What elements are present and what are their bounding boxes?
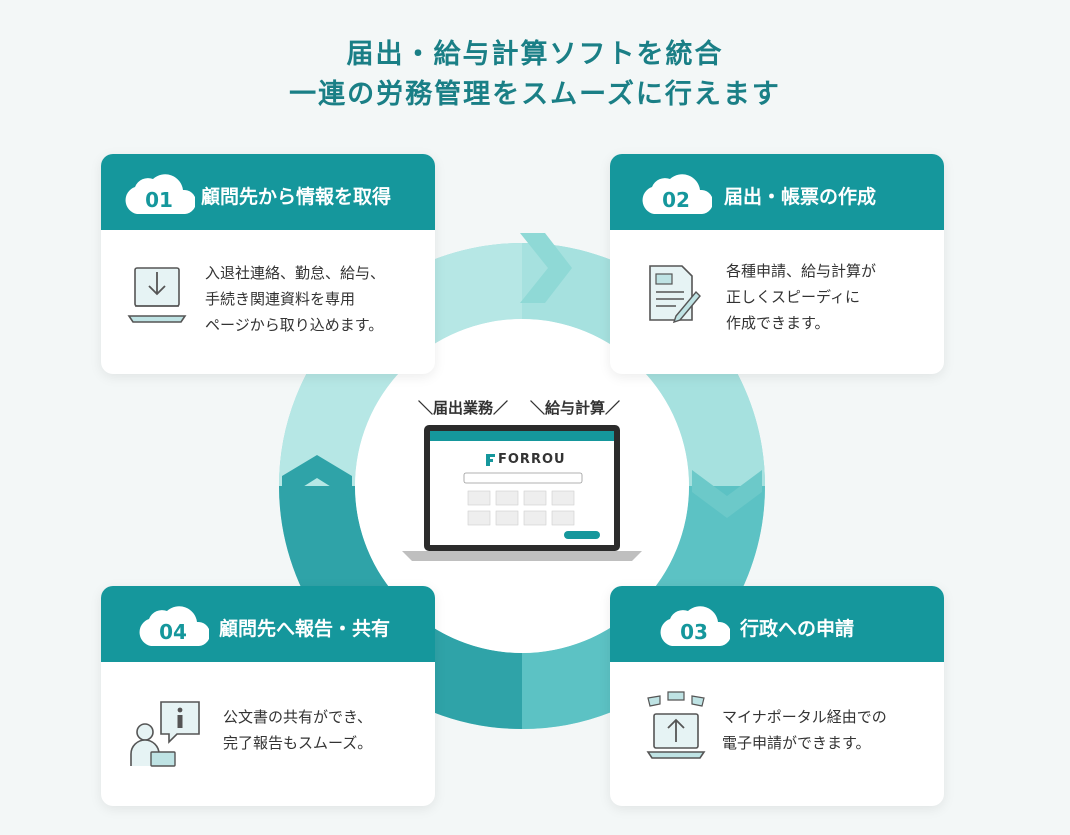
laptop-download-icon (127, 267, 187, 323)
headline-line2: 一連の労務管理をスムーズに行えます (289, 79, 781, 110)
step-header: 02 届出・帳票の作成 (610, 154, 944, 230)
label-kyuyo: ＼給与計算／ (530, 399, 621, 417)
headline-line1: 届出・給与計算ソフトを統合 (346, 39, 724, 70)
step-number: 01 (145, 188, 173, 212)
step-description: 入退社連絡、勤怠、給与、 手続き関連資料を専用 ページから取り込めます。 (205, 260, 385, 338)
label-todokede: ＼届出業務／ (418, 399, 509, 417)
step-line: ページから取り込めます。 (205, 316, 384, 334)
step-card-03: 03 行政への申請 マイナポータル経由での 電子申請ができます。 (610, 586, 944, 806)
step-description: 各種申請、給与計算が 正しくスピーディに 作成できます。 (726, 258, 876, 336)
step-title: 届出・帳票の作成 (724, 186, 877, 208)
laptop-upload-icon (646, 691, 706, 759)
step-header: 03 行政への申請 (610, 586, 944, 662)
step-line: 手続き関連資料を専用 (205, 290, 356, 308)
step-line: 各種申請、給与計算が (726, 262, 877, 280)
step-description: 公文書の共有ができ、 完了報告もスムーズ。 (223, 704, 372, 756)
step-number: 02 (662, 188, 690, 212)
step-line: マイナポータル経由での (722, 708, 887, 726)
document-pen-icon (649, 265, 701, 324)
brand-logo-text: FORROU (498, 452, 566, 467)
step-description: マイナポータル経由での 電子申請ができます。 (722, 704, 887, 756)
step-line: 入退社連絡、勤怠、給与、 (205, 264, 386, 282)
step-card-04: 04 顧問先へ報告・共有 公文書の共有ができ、 完了報告もスムーズ。 (101, 586, 435, 806)
step-header: 04 顧問先へ報告・共有 (101, 586, 435, 662)
ring-arrow-left (282, 455, 352, 500)
step-number: 04 (159, 620, 187, 644)
step-number: 03 (680, 620, 708, 644)
step-header: 01 顧問先から情報を取得 (101, 154, 435, 230)
step-card-01: 01 顧問先から情報を取得 入退社連絡、勤怠、給与、 手続き関連資料を専用 ペー… (101, 154, 435, 374)
laptop-mockup (402, 425, 642, 561)
step-line: 完了報告もスムーズ。 (223, 734, 373, 752)
step-title: 顧問先へ報告・共有 (219, 618, 391, 640)
step-title: 顧問先から情報を取得 (201, 186, 392, 208)
person-info-icon (130, 701, 200, 767)
cloud-badge-icon (125, 174, 195, 214)
ring-arrow-right (692, 470, 762, 518)
step-line: 正しくスピーディに (726, 288, 860, 306)
cloud-badge-icon (660, 606, 730, 646)
step-title: 行政への申請 (740, 618, 855, 640)
step-line: 電子申請ができます。 (722, 734, 871, 752)
step-line: 作成できます。 (726, 314, 830, 332)
step-line: 公文書の共有ができ、 (223, 708, 372, 726)
step-card-02: 02 届出・帳票の作成 各種申請、給与計算が 正しくスピーディに 作成できます。 (610, 154, 944, 374)
cloud-badge-icon (139, 606, 209, 646)
cloud-badge-icon (642, 174, 712, 214)
ring-arrow-top (520, 233, 572, 303)
